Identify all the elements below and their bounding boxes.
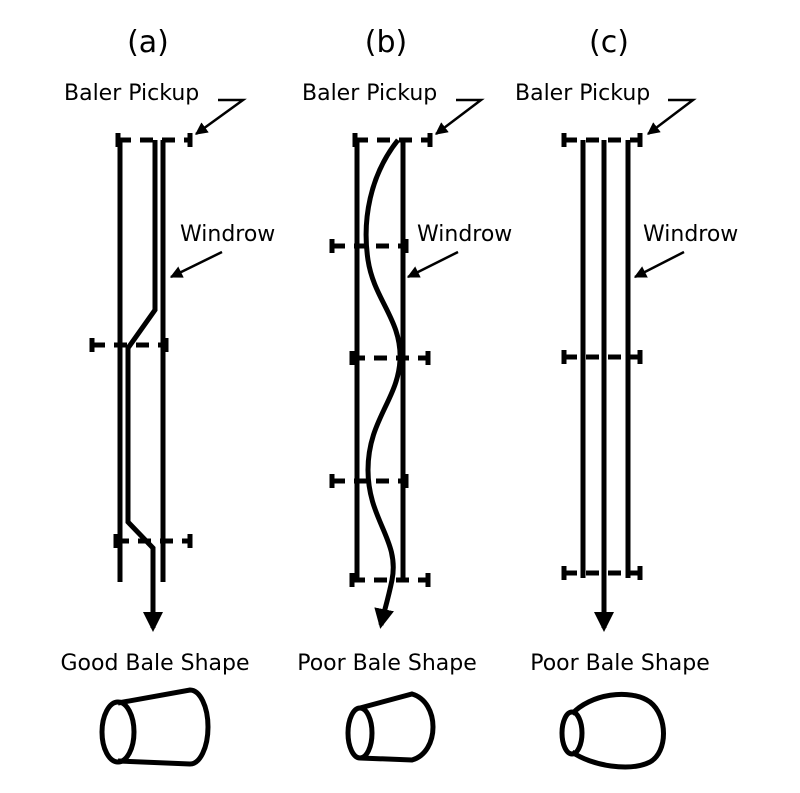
panel-c-bale-barrel-icon bbox=[559, 691, 666, 770]
panel-c-title: (c) bbox=[589, 25, 629, 60]
panel-b-pickup-position-5 bbox=[349, 573, 431, 587]
panel-b-title: (b) bbox=[365, 25, 407, 60]
panel-c-pickup-position-3 bbox=[561, 566, 643, 580]
panel-a-pickup-position-1 bbox=[115, 133, 193, 147]
panel-a-result-label: Good Bale Shape bbox=[60, 651, 249, 676]
panel-c-pickup-label: Baler Pickup bbox=[515, 81, 650, 106]
panel-a-windrow-line bbox=[125, 140, 158, 618]
panel-b-pickup-position-2 bbox=[329, 239, 409, 253]
panel-a: (a) Baler Pickup Windrow Good Bale Shape bbox=[60, 25, 275, 767]
panel-b-result-label: Poor Bale Shape bbox=[297, 651, 477, 676]
panel-c: (c) Baler Pickup Windrow Poor Bale Shape bbox=[515, 25, 738, 770]
panel-a-bale-cylinder-icon bbox=[99, 687, 211, 767]
panel-b-pickup-position-4 bbox=[329, 474, 409, 488]
panel-a-title: (a) bbox=[127, 25, 169, 60]
panel-c-pickup-position-2 bbox=[561, 350, 643, 364]
panel-c-pickup-position-1 bbox=[561, 133, 643, 147]
panel-b-pickup-position-1 bbox=[352, 133, 433, 147]
panel-c-pickup-pointer bbox=[647, 98, 697, 135]
panel-b-pickup-position-3 bbox=[349, 351, 431, 365]
panel-b-pickup-pointer bbox=[435, 98, 485, 135]
panel-c-result-label: Poor Bale Shape bbox=[530, 651, 710, 676]
panel-b-windrow-line bbox=[363, 138, 403, 629]
panel-a-windrow-label: Windrow bbox=[180, 222, 275, 247]
panel-b-windrow-label: Windrow bbox=[417, 222, 512, 247]
panel-a-windrow-pointer bbox=[169, 250, 223, 279]
panel-b-windrow-pointer bbox=[406, 250, 459, 279]
panel-c-windrow-pointer bbox=[633, 250, 685, 279]
panel-a-pickup-position-2 bbox=[89, 338, 169, 352]
panel-c-windrow-label: Windrow bbox=[643, 222, 738, 247]
panel-b-bale-tapered-icon bbox=[345, 691, 436, 763]
panel-b: (b) Baler Pickup bbox=[297, 25, 512, 763]
panel-a-pickup-label: Baler Pickup bbox=[64, 81, 199, 106]
panel-b-pickup-label: Baler Pickup bbox=[302, 81, 437, 106]
panel-a-pickup-pointer bbox=[194, 98, 247, 136]
panel-a-pickup-position-3 bbox=[113, 534, 193, 548]
